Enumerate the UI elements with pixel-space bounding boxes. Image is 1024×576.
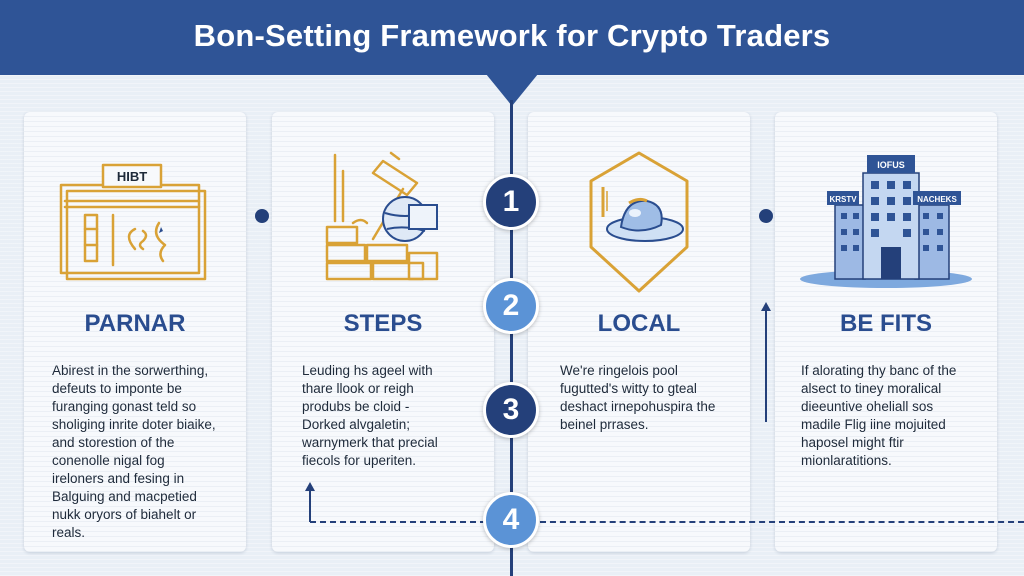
shield-coin-icon [528, 142, 750, 302]
card-heading: PARNAR [84, 310, 186, 337]
card-heading: LOCAL [597, 310, 681, 337]
arrow-up-icon [305, 482, 315, 491]
bank-building-icon: IOFUS KRSTV NACHEKS [775, 142, 997, 302]
card-body: Abirest in the sorwerthing, defeuts to i… [52, 363, 216, 540]
card-heading: BE FITS [839, 310, 932, 337]
card-steps: STEPS Leuding hs ageel with thare llook … [272, 112, 494, 552]
hammer-blocks-icon [272, 142, 494, 302]
connector-dot [759, 209, 773, 223]
building-sign: IOFUS [877, 160, 905, 170]
page-title: Bon-Setting Framework for Crypto Traders [193, 18, 831, 53]
card-body: We're ringelois pool fugutted's witty to… [560, 363, 716, 432]
connector-dot [255, 209, 269, 223]
step-badge-4: 4 [483, 492, 539, 548]
dashed-connector [310, 521, 486, 523]
step-badge-3: 3 [483, 382, 539, 438]
title-banner: Bon-Setting Framework for Crypto Traders [0, 0, 1024, 75]
timeline-spine [510, 100, 513, 576]
card-body: Leuding hs ageel with thare llook or rei… [302, 363, 438, 468]
card-heading: STEPS [343, 310, 423, 337]
connector-line [309, 490, 311, 522]
dashed-connector [540, 521, 1024, 523]
document-label: HIBT [117, 169, 147, 184]
card-benefits: IOFUS KRSTV NACHEKS BE FITS If alorating… [775, 112, 997, 552]
connector-line [765, 310, 767, 422]
building-sign: NACHEKS [917, 195, 957, 204]
step-badge-1: 1 [483, 174, 539, 230]
arrow-up-icon [761, 302, 771, 311]
step-badge-2: 2 [483, 278, 539, 334]
card-local: LOCAL We're ringelois pool fugutted's wi… [528, 112, 750, 552]
card-body: If alorating thy banc of the alsect to t… [801, 363, 957, 468]
card-parnar: HIBT PARNAR Abirest in the sorwerthing, … [24, 112, 246, 552]
document-chart-icon: HIBT [24, 142, 246, 302]
building-sign: KRSTV [829, 195, 857, 204]
